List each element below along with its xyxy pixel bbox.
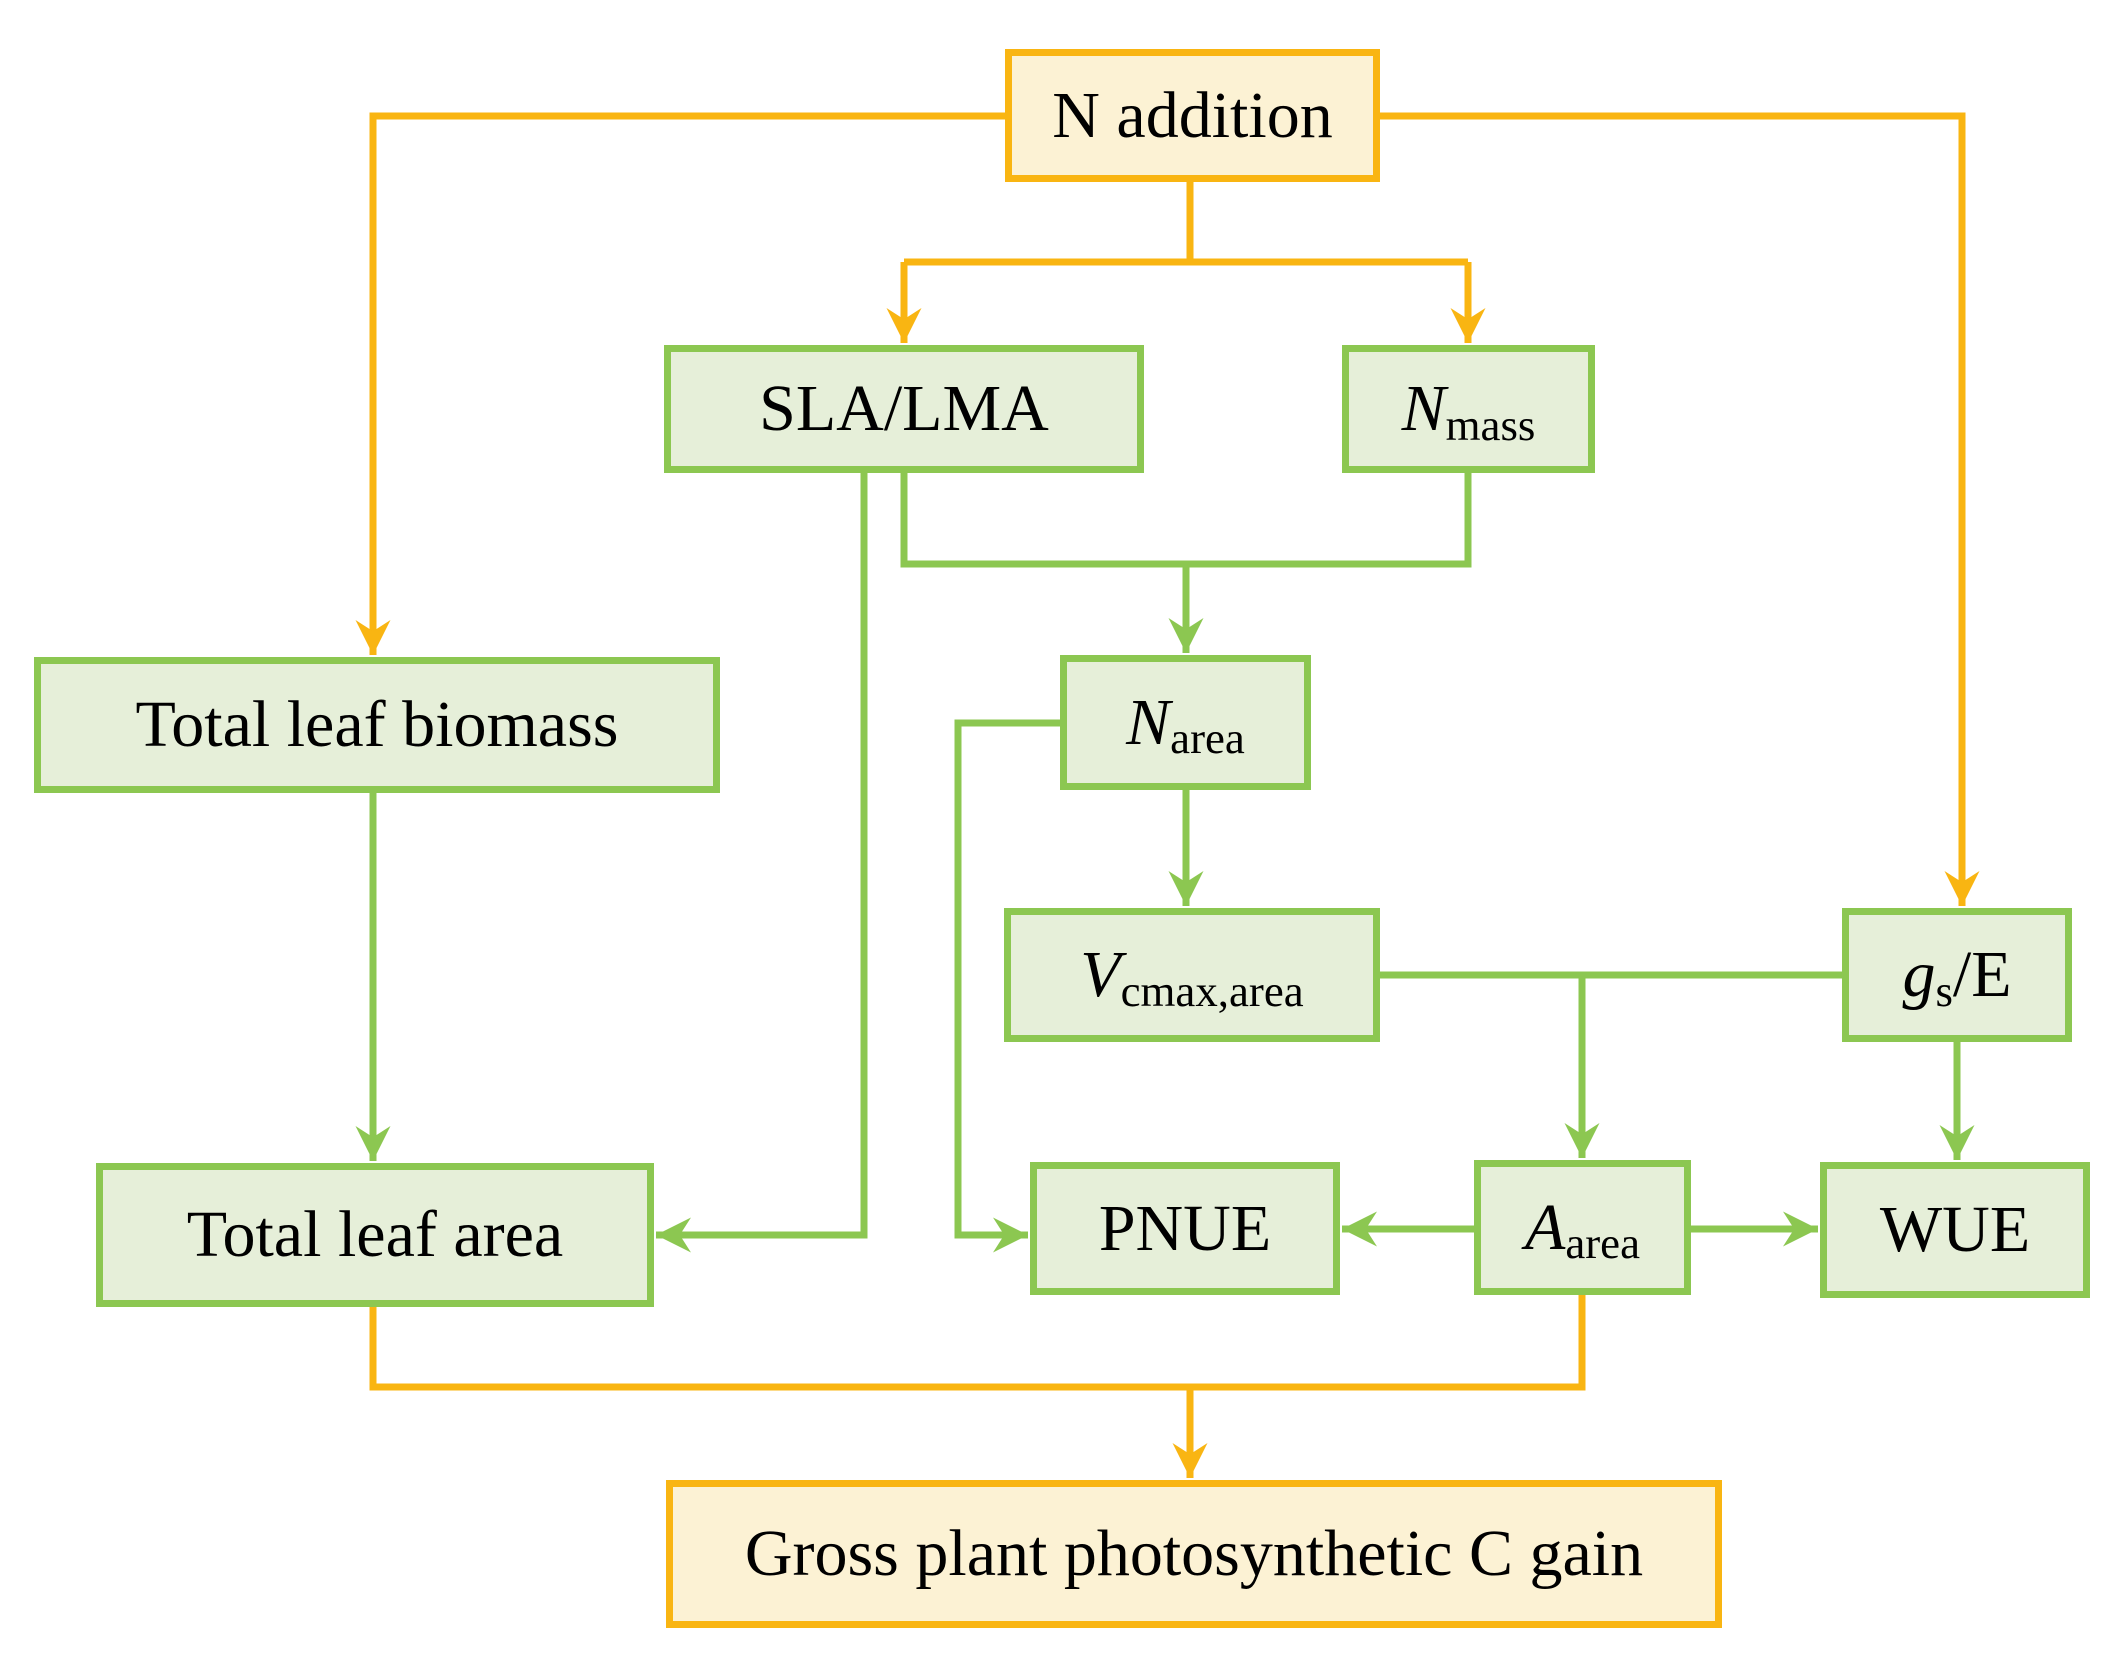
edge-sla-lma-n-mass-merge [900,471,1472,568]
node-pnue: PNUE [1030,1162,1340,1295]
edge-bottom-collector [369,1293,1586,1391]
node-sla-lma: SLA/LMA [664,345,1144,473]
node-total-leaf-biomass-label: Total leaf biomass [135,688,619,761]
edge-n-addition-total-leaf-biomass [355,112,1005,655]
node-a-area: Aarea [1474,1160,1691,1295]
node-wue: WUE [1820,1162,2090,1298]
a-area-var: A [1524,1190,1566,1264]
edge-sla-lma-total-leaf-area [656,471,868,1253]
edge-n-addition-gs-e [1380,112,1980,906]
gs-e-suffix: /E [1952,938,2012,1011]
node-sla-lma-label: SLA/LMA [759,372,1049,445]
node-v-cmax-area: Vcmax,area [1004,908,1380,1042]
edge-n-area-pnue [954,719,1062,1253]
node-total-leaf-biomass: Total leaf biomass [34,657,720,793]
node-n-area-label: Narea [1126,689,1245,761]
edge-n-addition-split-trunk [904,182,1468,266]
node-total-leaf-area-label: Total leaf area [186,1198,564,1271]
node-n-addition-label: N addition [1052,78,1333,152]
node-gs-e-label: gs/E [1902,942,2011,1014]
node-gs-e: gs/E [1842,908,2072,1042]
node-total-leaf-area: Total leaf area [96,1163,654,1307]
node-wue-label: WUE [1879,1193,2031,1266]
node-gross-gain-label: Gross plant photosynthetic C gain [744,1517,1644,1590]
node-n-mass-label: Nmass [1402,376,1536,448]
node-gross-gain: Gross plant photosynthetic C gain [666,1480,1722,1628]
n-mass-var: N [1401,372,1446,445]
gs-e-var: g [1902,938,1936,1011]
n-area-var: N [1126,685,1171,759]
node-n-addition: N addition [1005,49,1380,182]
node-n-mass: Nmass [1342,345,1595,473]
n-area-sub: area [1170,713,1245,764]
node-a-area-label: Aarea [1525,1194,1640,1266]
v-cmax-sub: cmax,area [1120,965,1304,1016]
gs-e-sub: s [1935,965,1953,1016]
a-area-sub: area [1565,1218,1641,1269]
node-pnue-label: PNUE [1098,1191,1272,1265]
node-n-area: Narea [1060,655,1311,790]
n-mass-sub: mass [1445,399,1536,450]
v-cmax-var: V [1080,938,1121,1011]
node-v-cmax-area-label: Vcmax,area [1080,942,1303,1014]
